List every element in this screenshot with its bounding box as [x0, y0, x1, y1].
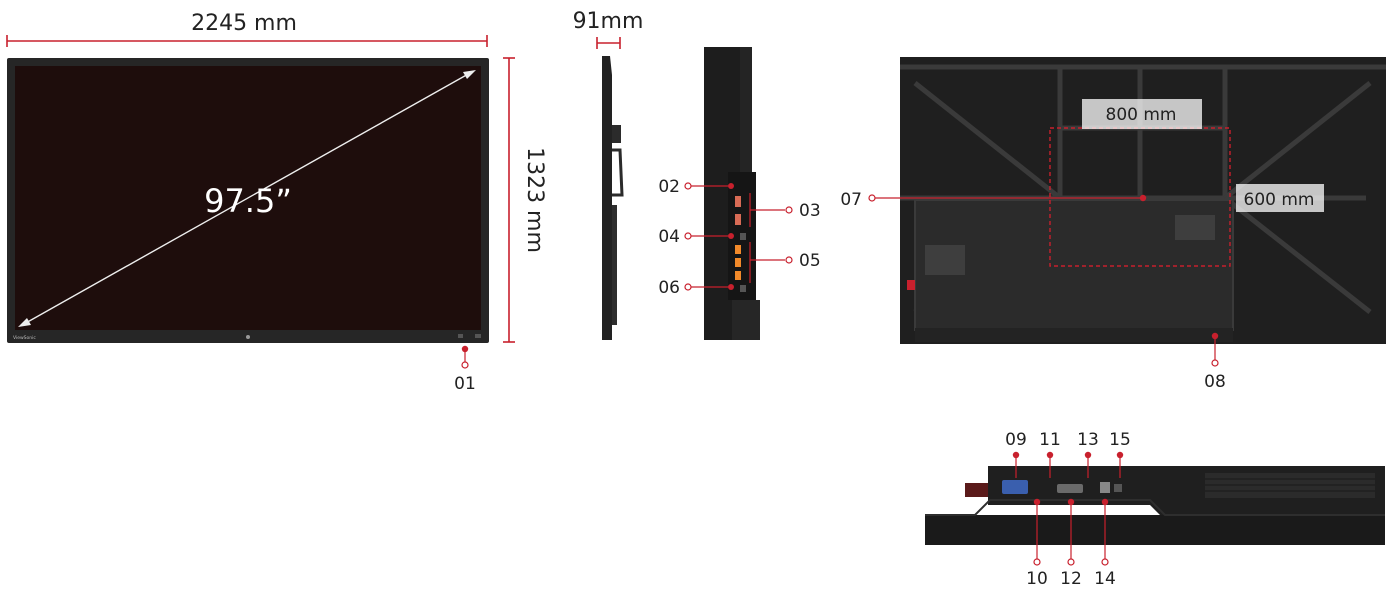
side-profile-view: 91mm	[573, 9, 644, 340]
indicator-icon	[475, 334, 481, 338]
usb-port-1	[735, 245, 741, 254]
rs232-port	[1057, 484, 1083, 493]
callout-12: 12	[1060, 498, 1082, 589]
cable-plug	[965, 483, 988, 497]
usb-service-port	[1114, 484, 1122, 492]
callout-01: 01	[454, 345, 476, 394]
callout-06-label: 06	[658, 278, 680, 298]
vesa-mount-area	[1049, 127, 1231, 267]
callout-09: 09	[1005, 430, 1027, 478]
callout-15: 15	[1109, 430, 1131, 478]
depth-label: 91mm	[573, 9, 644, 34]
profile-bracket-upper	[612, 125, 621, 143]
width-label: 2245 mm	[191, 11, 297, 36]
profile-handle	[612, 148, 624, 197]
callout-13: 13	[1077, 430, 1099, 478]
callout-05: 05	[785, 251, 821, 271]
diagonal-size-label: 97.5”	[204, 182, 292, 220]
profile-ports	[612, 205, 617, 325]
side-port-view: 02 03 04 05 06	[658, 47, 821, 340]
hdmi-port-2	[735, 214, 741, 225]
sensor-icon	[458, 334, 463, 338]
diagonal-arrow	[18, 70, 476, 327]
callout-10-label: 10	[1026, 569, 1048, 589]
callout-03: 03	[785, 201, 821, 221]
callout-10: 10	[1026, 498, 1048, 589]
callout-04: 04	[658, 227, 734, 247]
callout-13-label: 13	[1077, 430, 1099, 450]
vga-port	[1002, 480, 1028, 494]
callout-09-label: 09	[1005, 430, 1027, 450]
vesa-vertical-label: 600 mm	[1244, 190, 1315, 210]
usb-b-port	[740, 285, 746, 292]
callout-05-label: 05	[799, 251, 821, 271]
width-dimension-line	[6, 35, 488, 47]
usb-port-2	[735, 258, 741, 267]
callout-08: 08	[1204, 332, 1226, 392]
vesa-horizontal-label: 800 mm	[1106, 105, 1177, 125]
usb-c-port	[740, 233, 746, 240]
height-label: 1323 mm	[522, 147, 547, 253]
callout-11-label: 11	[1039, 430, 1061, 450]
bottom-port-view: 09 11 13 15 10 12	[925, 430, 1385, 589]
callout-12-label: 12	[1060, 569, 1082, 589]
usb-port-3	[735, 271, 741, 280]
callout-08-label: 08	[1204, 372, 1226, 392]
callout-04-label: 04	[658, 227, 680, 247]
callout-02: 02	[658, 177, 734, 197]
callout-15-label: 15	[1109, 430, 1131, 450]
callout-02-label: 02	[658, 177, 680, 197]
callout-03-label: 03	[799, 201, 821, 221]
brand-logo: ViewSonic	[13, 335, 36, 341]
lan-port	[1100, 482, 1110, 493]
callout-14: 14	[1094, 498, 1116, 589]
callout-07-label: 07	[840, 190, 862, 210]
callout-14-label: 14	[1094, 569, 1116, 589]
monitor-profile	[602, 56, 612, 340]
height-dimension-line	[503, 57, 515, 343]
callout-07: 07	[840, 190, 1147, 210]
callout-01-label: 01	[454, 374, 476, 394]
back-view: 800 mm 600 mm 07 08	[840, 57, 1386, 392]
front-view: 2245 mm ViewSonic 97.5” 1323 mm 01	[6, 11, 547, 394]
front-camera-icon	[246, 335, 250, 339]
back-indicator	[907, 280, 915, 290]
hdmi-port-1	[735, 196, 741, 207]
callout-06: 06	[658, 278, 734, 298]
callout-11: 11	[1039, 430, 1061, 478]
